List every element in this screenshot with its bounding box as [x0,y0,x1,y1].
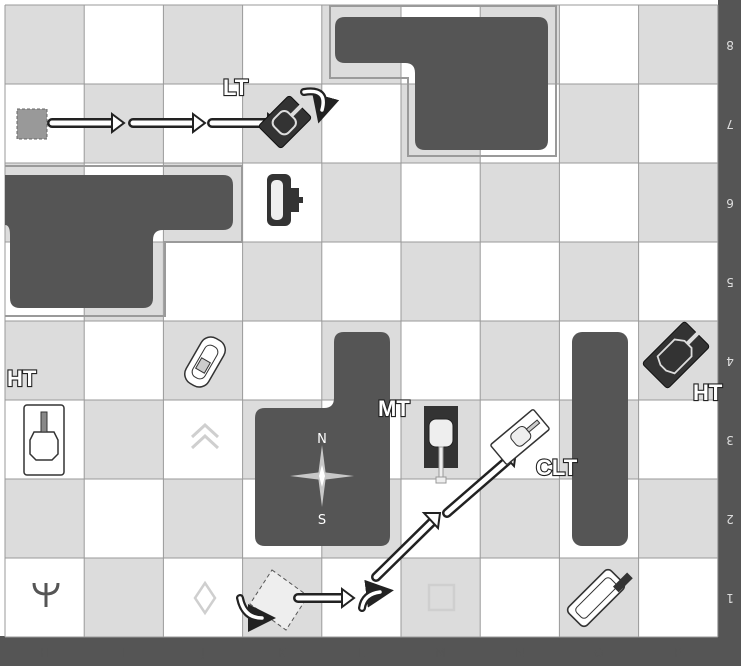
column-label-J: J [200,646,205,660]
row-label-7: 7 [726,117,734,131]
obstacle-right-column-fill [572,332,628,546]
unit-label-ht-left: HT [7,366,37,391]
square-O8[interactable] [559,5,638,84]
square-N1[interactable] [480,558,559,637]
square-I1[interactable] [84,558,163,637]
column-label-O: O [594,646,603,660]
square-P3[interactable] [639,400,718,479]
column-label-L: L [358,646,365,660]
column-label-K: K [278,646,287,660]
square-H2[interactable] [5,479,84,558]
compass-south-label: S [318,513,326,528]
square-P6[interactable] [639,163,718,242]
column-label-H: H [40,646,49,660]
square-P5[interactable] [639,242,718,321]
unit-label-lt: LT [223,75,249,100]
square-L6[interactable] [322,163,401,242]
square-L7[interactable] [322,84,401,163]
square-P7[interactable] [639,84,718,163]
unit-label-clt: CLT [536,455,578,480]
bottom-frame [0,636,741,666]
row-label-1: 1 [726,591,734,605]
square-O7[interactable] [559,84,638,163]
square-I4[interactable] [84,321,163,400]
square-J8[interactable] [163,5,242,84]
square-O5[interactable] [559,242,638,321]
unit-label-ht-right: HT [693,380,723,405]
square-P1[interactable] [639,558,718,637]
square-K8[interactable] [243,5,322,84]
square-L5[interactable] [322,242,401,321]
row-label-6: 6 [726,196,734,210]
square-N5[interactable] [480,242,559,321]
square-K5[interactable] [243,242,322,321]
square-P2[interactable] [639,479,718,558]
right-frame [718,0,741,666]
row-label-2: 2 [726,512,734,526]
square-M5[interactable] [401,242,480,321]
column-label-I: I [122,646,126,660]
column-label-P: P [675,646,682,660]
unit-label-mt: MT [378,396,410,421]
square-O6[interactable] [559,163,638,242]
square-K4[interactable] [243,321,322,400]
square-H8[interactable] [5,5,84,84]
compass-north-label: N [317,432,327,447]
column-label-N: N [515,646,524,660]
square-J2[interactable] [163,479,242,558]
square-J1[interactable] [163,558,242,637]
square-N4[interactable] [480,321,559,400]
tank-unit-ht-left [24,405,64,475]
row-label-3: 3 [726,433,734,447]
square-M6[interactable] [401,163,480,242]
start-marker [17,109,47,139]
square-I3[interactable] [84,400,163,479]
row-label-8: 8 [726,38,734,52]
square-I2[interactable] [84,479,163,558]
square-M1[interactable] [401,558,480,637]
square-N2[interactable] [480,479,559,558]
row-label-4: 4 [726,354,734,368]
square-P8[interactable] [639,5,718,84]
square-J5[interactable] [163,242,242,321]
square-M4[interactable] [401,321,480,400]
column-label-M: M [435,646,445,660]
square-N6[interactable] [480,163,559,242]
row-label-5: 5 [726,275,734,289]
square-I8[interactable] [84,5,163,84]
